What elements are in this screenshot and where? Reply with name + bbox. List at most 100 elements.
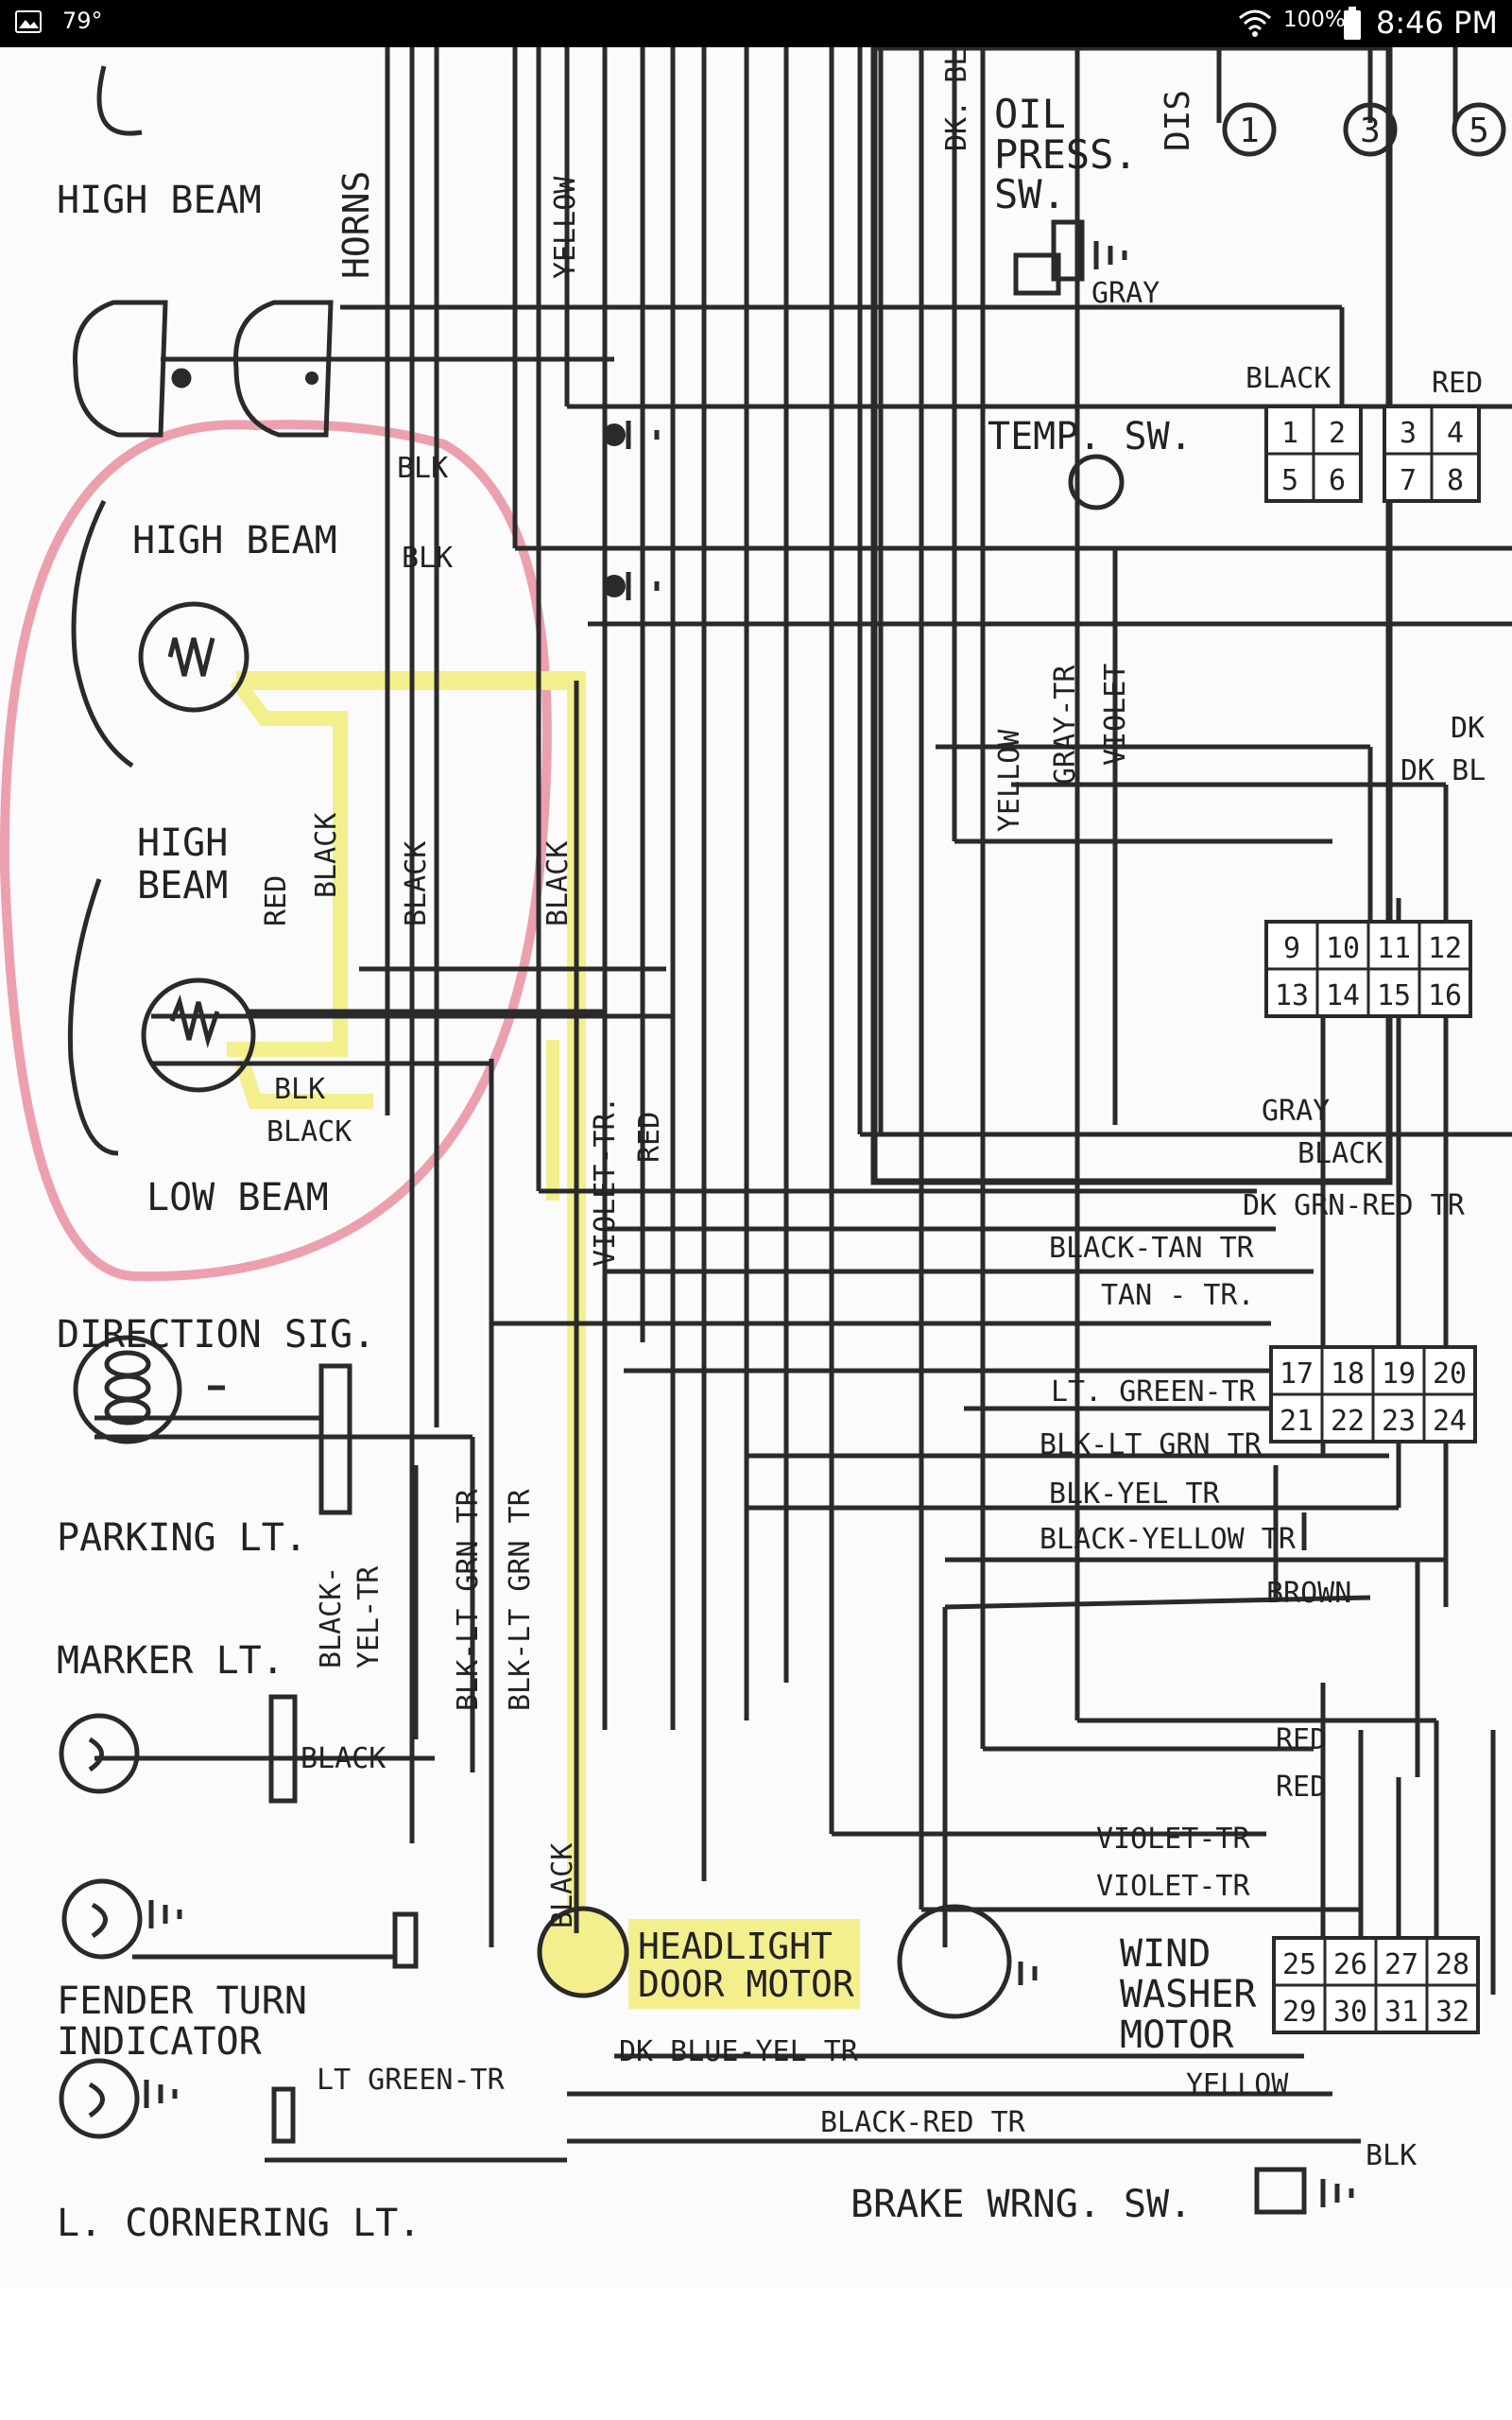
status-bar: 79° 100% 8:46 PM [0,0,1512,47]
wire-label-blk-bottom: BLK [1366,2139,1417,2172]
wire-label-black-yel-tr-1: BLACK- [315,1566,348,1668]
high-beam-mid-label: HIGH BEAM [132,519,337,562]
wire-label-black-yel-tr-2: YEL-TR [352,1565,386,1668]
pin-10: 10 [1326,932,1360,965]
wire-label-brown: BROWN [1266,1577,1351,1610]
parking-lt-label: PARKING LT. [57,1516,307,1560]
pin-5: 5 [1281,464,1298,497]
circled-number-3: 3 [1360,112,1381,150]
temp-sw-label: TEMP. SW. [988,415,1193,458]
brake-wrng-sw-label: BRAKE WRNG. SW. [850,2183,1192,2226]
temperature-indicator: 79° [62,8,103,34]
headlight-label-1: HEADLIGHT [638,1926,833,1967]
direction-sig-label: DIRECTION SIG. [57,1313,375,1357]
pin-26: 26 [1333,1948,1367,1981]
wire-label-blk-lt-grn-tr-v1: BLK-LT GRN TR [452,1488,485,1711]
wire-label-blk-lt-grn-tr-v2: BLK-LT GRN TR [504,1488,537,1711]
high-beam-low-label-1: HIGH [137,821,228,865]
wire-label-gray-mid: GRAY [1262,1095,1330,1128]
wire-label-violet-tr-2: VIOLET-TR [1096,1870,1250,1903]
wind-washer-label-2: WASHER [1120,1973,1257,2016]
pin-28: 28 [1435,1948,1469,1981]
clock: 8:46 PM [1376,5,1498,41]
component-labels: HIGH BEAM HORNS OIL PRESS. SW. DIS HIGH … [57,90,1257,2245]
oil-press-label-3: SW. [994,171,1066,217]
pin-9: 9 [1283,932,1300,965]
wire-label-dk-1: DK [1451,712,1485,745]
marker-lt-label: MARKER LT. [57,1639,284,1683]
wire-label-black-top: BLACK [1246,362,1331,395]
wifi-icon [1239,9,1271,37]
bottom-blank-area [0,2288,1512,2420]
connector-block-4: 17 18 19 20 21 22 23 24 [1269,1345,1477,1443]
wire-label-red-v: RED [260,875,293,926]
wire-label-dk-blue-yel-tr: DK BLUE-YEL TR [619,2035,859,2068]
wire-label-black-marker: BLACK [301,1742,386,1775]
wire-label-red-2: RED [1276,1771,1327,1804]
wind-washer-label-3: MOTOR [1120,2014,1234,2057]
pin-3: 3 [1400,417,1417,450]
connector-block-1: 1 2 5 6 [1264,405,1363,503]
wire-label-lt-green-tr: LT. GREEN-TR [1051,1375,1257,1409]
pin-20: 20 [1433,1357,1467,1391]
wire-label-blk-2: BLK [402,542,453,575]
wire-label-blk-3: BLK [274,1073,325,1106]
wire-label-red-1: RED [1276,1723,1327,1756]
wire-label-red-v2: RED [633,1112,666,1163]
battery-icon [1344,7,1361,40]
pin-17: 17 [1280,1357,1314,1391]
high-beam-low-label-2: BEAM [137,864,228,908]
wire-label-black-yellow-tr: BLACK-YELLOW TR [1040,1523,1297,1556]
circled-number-1: 1 [1239,112,1260,150]
pin-19: 19 [1382,1357,1416,1391]
pin-4: 4 [1447,417,1464,450]
pin-8: 8 [1447,464,1464,497]
highlight-wire-branch [227,676,373,1109]
pin-31: 31 [1384,1996,1418,2029]
wire-label-violet-tr-1: VIOLET-TR [1096,1823,1250,1856]
wire-label-yellow-2: YELLOW [993,729,1026,832]
thick-bus-wire [870,47,1393,1185]
wire-label-violet-tr: VIOLET-TR. [589,1096,622,1267]
pin-32: 32 [1435,1996,1469,2029]
pin-1: 1 [1281,417,1298,450]
high-beam-top-label: HIGH BEAM [57,179,262,222]
low-beam-label: LOW BEAM [146,1176,329,1219]
wire-label-yellow-1: YELLOW [549,176,582,279]
wire-label-black-tan-tr: BLACK-TAN TR [1049,1232,1255,1265]
wire-label-dk-bl: DK. BL [940,49,973,151]
pin-22: 22 [1331,1405,1365,1438]
circled-number-labels: 1 3 5 [1239,112,1489,150]
pin-23: 23 [1382,1405,1416,1438]
wire-label-red-top: RED [1432,367,1483,400]
wire-label-dk-bl-2: DK BL [1400,754,1486,787]
pin-14: 14 [1326,979,1360,1012]
oil-press-label-2: PRESS. [994,131,1138,178]
pin-21: 21 [1280,1405,1314,1438]
pin-2: 2 [1329,417,1346,450]
wire-junction-dots [305,372,626,597]
connector-blocks: 1 2 5 6 3 4 7 8 9 10 11 12 13 14 15 16 [1264,405,1481,2034]
wire-label-yellow-bottom: YELLOW [1186,2068,1289,2101]
wire-label-black-red-tr: BLACK-RED TR [820,2106,1026,2139]
highlight-motor [540,1909,627,1996]
horns-label: HORNS [335,171,377,279]
wire-label-gray-tr: GRAY-TR [1049,665,1082,785]
pin-16: 16 [1428,979,1462,1012]
wire-label-black-v1: BLACK [310,813,343,898]
wire-label-blk-yel-tr: BLK-YEL TR [1049,1478,1221,1511]
wire-label-black-v2: BLACK [400,841,433,926]
wire-label-gray-top: GRAY [1091,277,1160,310]
cornering-lt-label: L. CORNERING LT. [57,2202,421,2245]
highlight-label-box [628,1919,860,2009]
pin-6: 6 [1329,464,1346,497]
picture-notification-icon [15,10,42,33]
wiring-diagram: HIGH BEAM HORNS OIL PRESS. SW. DIS HIGH … [0,47,1512,2245]
wire-label-lt-green-tr-bottom: LT GREEN-TR [317,2064,506,2097]
highlight-circle [0,420,552,1282]
wire-label-blk-lt-grn-tr: BLK-LT GRN TR [1040,1428,1263,1461]
component-symbols [59,65,1506,2215]
pin-15: 15 [1377,979,1411,1012]
fender-turn-label-1: FENDER TURN [57,1979,307,2023]
wind-washer-label-1: WIND [1120,1932,1211,1976]
